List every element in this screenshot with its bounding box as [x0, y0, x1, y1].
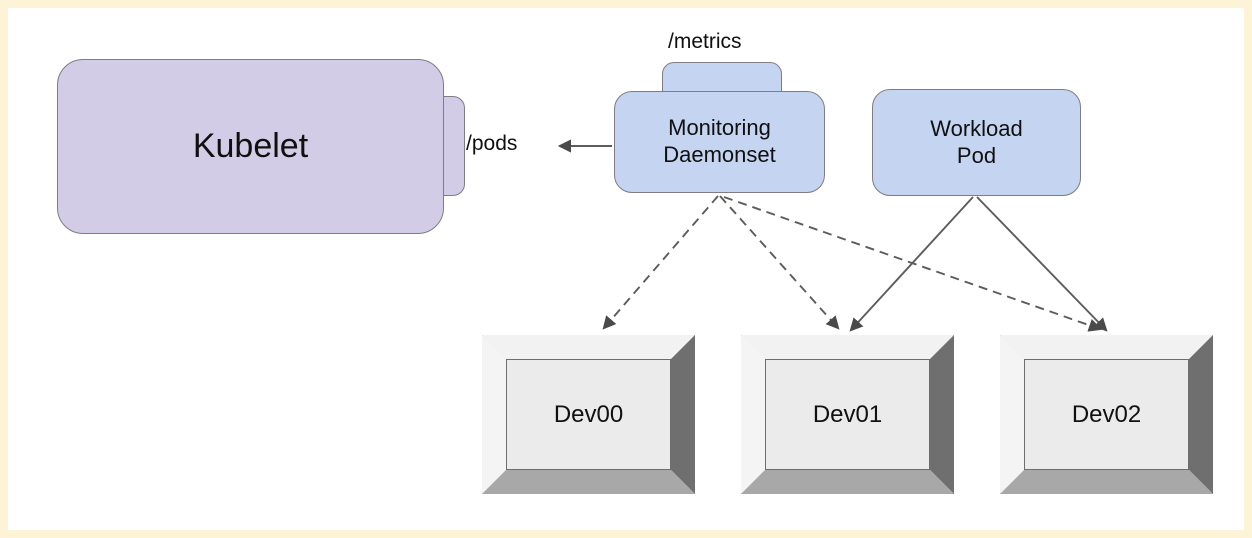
- device-node-dev00[interactable]: Dev00: [482, 335, 695, 494]
- device-bevel-left: [1000, 335, 1024, 494]
- device-bevel-right: [671, 335, 695, 494]
- device-label: Dev02: [1071, 400, 1142, 428]
- kubelet-label: Kubelet: [192, 127, 309, 165]
- node-workload-pod[interactable]: Workload Pod: [872, 89, 1081, 196]
- device-inner-face: Dev00: [506, 359, 671, 470]
- workload-pod-label-line1: Workload: [930, 115, 1023, 141]
- device-bevel-bottom: [1000, 470, 1213, 494]
- device-bevel-left: [482, 335, 506, 494]
- workload-pod-label: Workload Pod: [930, 116, 1023, 170]
- monitoring-daemonset-label-line1: Monitoring: [668, 115, 771, 141]
- device-bevel-left: [741, 335, 765, 494]
- device-inner-face: Dev02: [1024, 359, 1189, 470]
- device-bevel: [741, 335, 954, 494]
- device-bevel-top: [1000, 335, 1213, 359]
- device-bevel-right: [1189, 335, 1213, 494]
- device-node-dev01[interactable]: Dev01: [741, 335, 954, 494]
- device-bevel-right: [930, 335, 954, 494]
- device-node-dev02[interactable]: Dev02: [1000, 335, 1213, 494]
- device-bevel: [1000, 335, 1213, 494]
- device-inner-face: Dev01: [765, 359, 930, 470]
- device-bevel-bottom: [741, 470, 954, 494]
- workload-pod-label-line2: Pod: [956, 142, 997, 168]
- node-monitoring-daemonset[interactable]: Monitoring Daemonset: [614, 91, 825, 193]
- device-bevel-top: [741, 335, 954, 359]
- device-label: Dev00: [553, 400, 624, 428]
- device-label: Dev01: [812, 400, 883, 428]
- device-bevel-top: [482, 335, 695, 359]
- monitoring-daemonset-label-line2: Daemonset: [663, 142, 776, 167]
- device-bevel-bottom: [482, 470, 695, 494]
- monitoring-daemonset-label: Monitoring Daemonset: [663, 115, 776, 169]
- device-bevel: [482, 335, 695, 494]
- metrics-endpoint-label: /metrics: [668, 30, 742, 53]
- pods-endpoint-label: /pods: [466, 132, 518, 155]
- node-kubelet[interactable]: Kubelet: [57, 59, 444, 234]
